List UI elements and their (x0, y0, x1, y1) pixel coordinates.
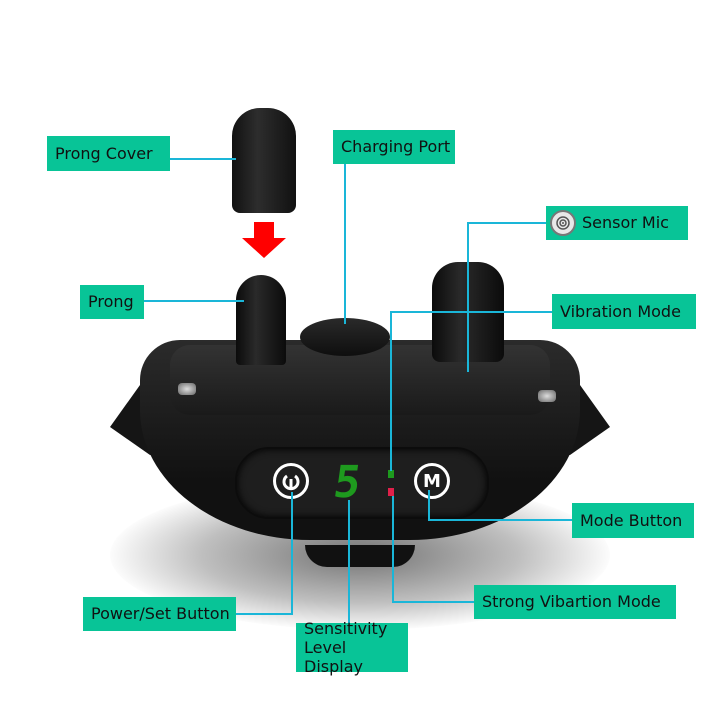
leader-mode-v (428, 490, 430, 520)
mode-button-glyph: M (423, 470, 441, 492)
label-sensitivity-level-display: Sensitivity Level Display (296, 619, 408, 676)
leader-sensitivity (348, 500, 350, 626)
mode-button[interactable]: M (414, 463, 450, 499)
label-prong-cover: Prong Cover (47, 136, 170, 171)
leader-prong (144, 300, 244, 302)
vibration-mode-indicator (388, 470, 394, 478)
label-sensor-mic: Sensor Mic (546, 206, 688, 240)
power-icon (282, 474, 300, 491)
charging-port-cap (300, 318, 390, 356)
leader-charging-port (344, 164, 346, 324)
label-strong-vibration-mode: Strong Vibartion Mode (474, 585, 676, 619)
label-sensitivity-line1: Sensitivity (304, 618, 388, 638)
leader-sensor-mic-v (467, 222, 469, 372)
label-vibration-mode: Vibration Mode (552, 294, 696, 329)
label-mode-button: Mode Button (572, 503, 694, 538)
prong-left (236, 275, 286, 365)
strong-vibration-indicator (388, 488, 394, 496)
label-sensor-mic-text: Sensor Mic (582, 213, 669, 233)
screw-left (178, 383, 196, 395)
leader-mode-h (428, 519, 572, 521)
leader-prong-cover (170, 158, 236, 160)
leader-vibration-v (390, 311, 392, 471)
label-power-set-button: Power/Set Button (83, 597, 236, 631)
label-sensitivity-line2: Level Display (304, 637, 363, 677)
leader-strong-h (392, 601, 474, 603)
device-foot (305, 545, 415, 567)
sensor-mic-icon (550, 210, 576, 236)
leader-power-h (236, 613, 293, 615)
leader-vibration-h (390, 311, 552, 313)
leader-sensor-mic-h (467, 222, 549, 224)
prong-cover-image (232, 108, 296, 213)
leader-power-v (291, 492, 293, 614)
label-charging-port: Charging Port (333, 130, 455, 164)
screw-right (538, 390, 556, 402)
leader-strong-v (392, 496, 394, 602)
arrow-down-icon (242, 222, 286, 258)
label-prong: Prong (80, 285, 144, 319)
